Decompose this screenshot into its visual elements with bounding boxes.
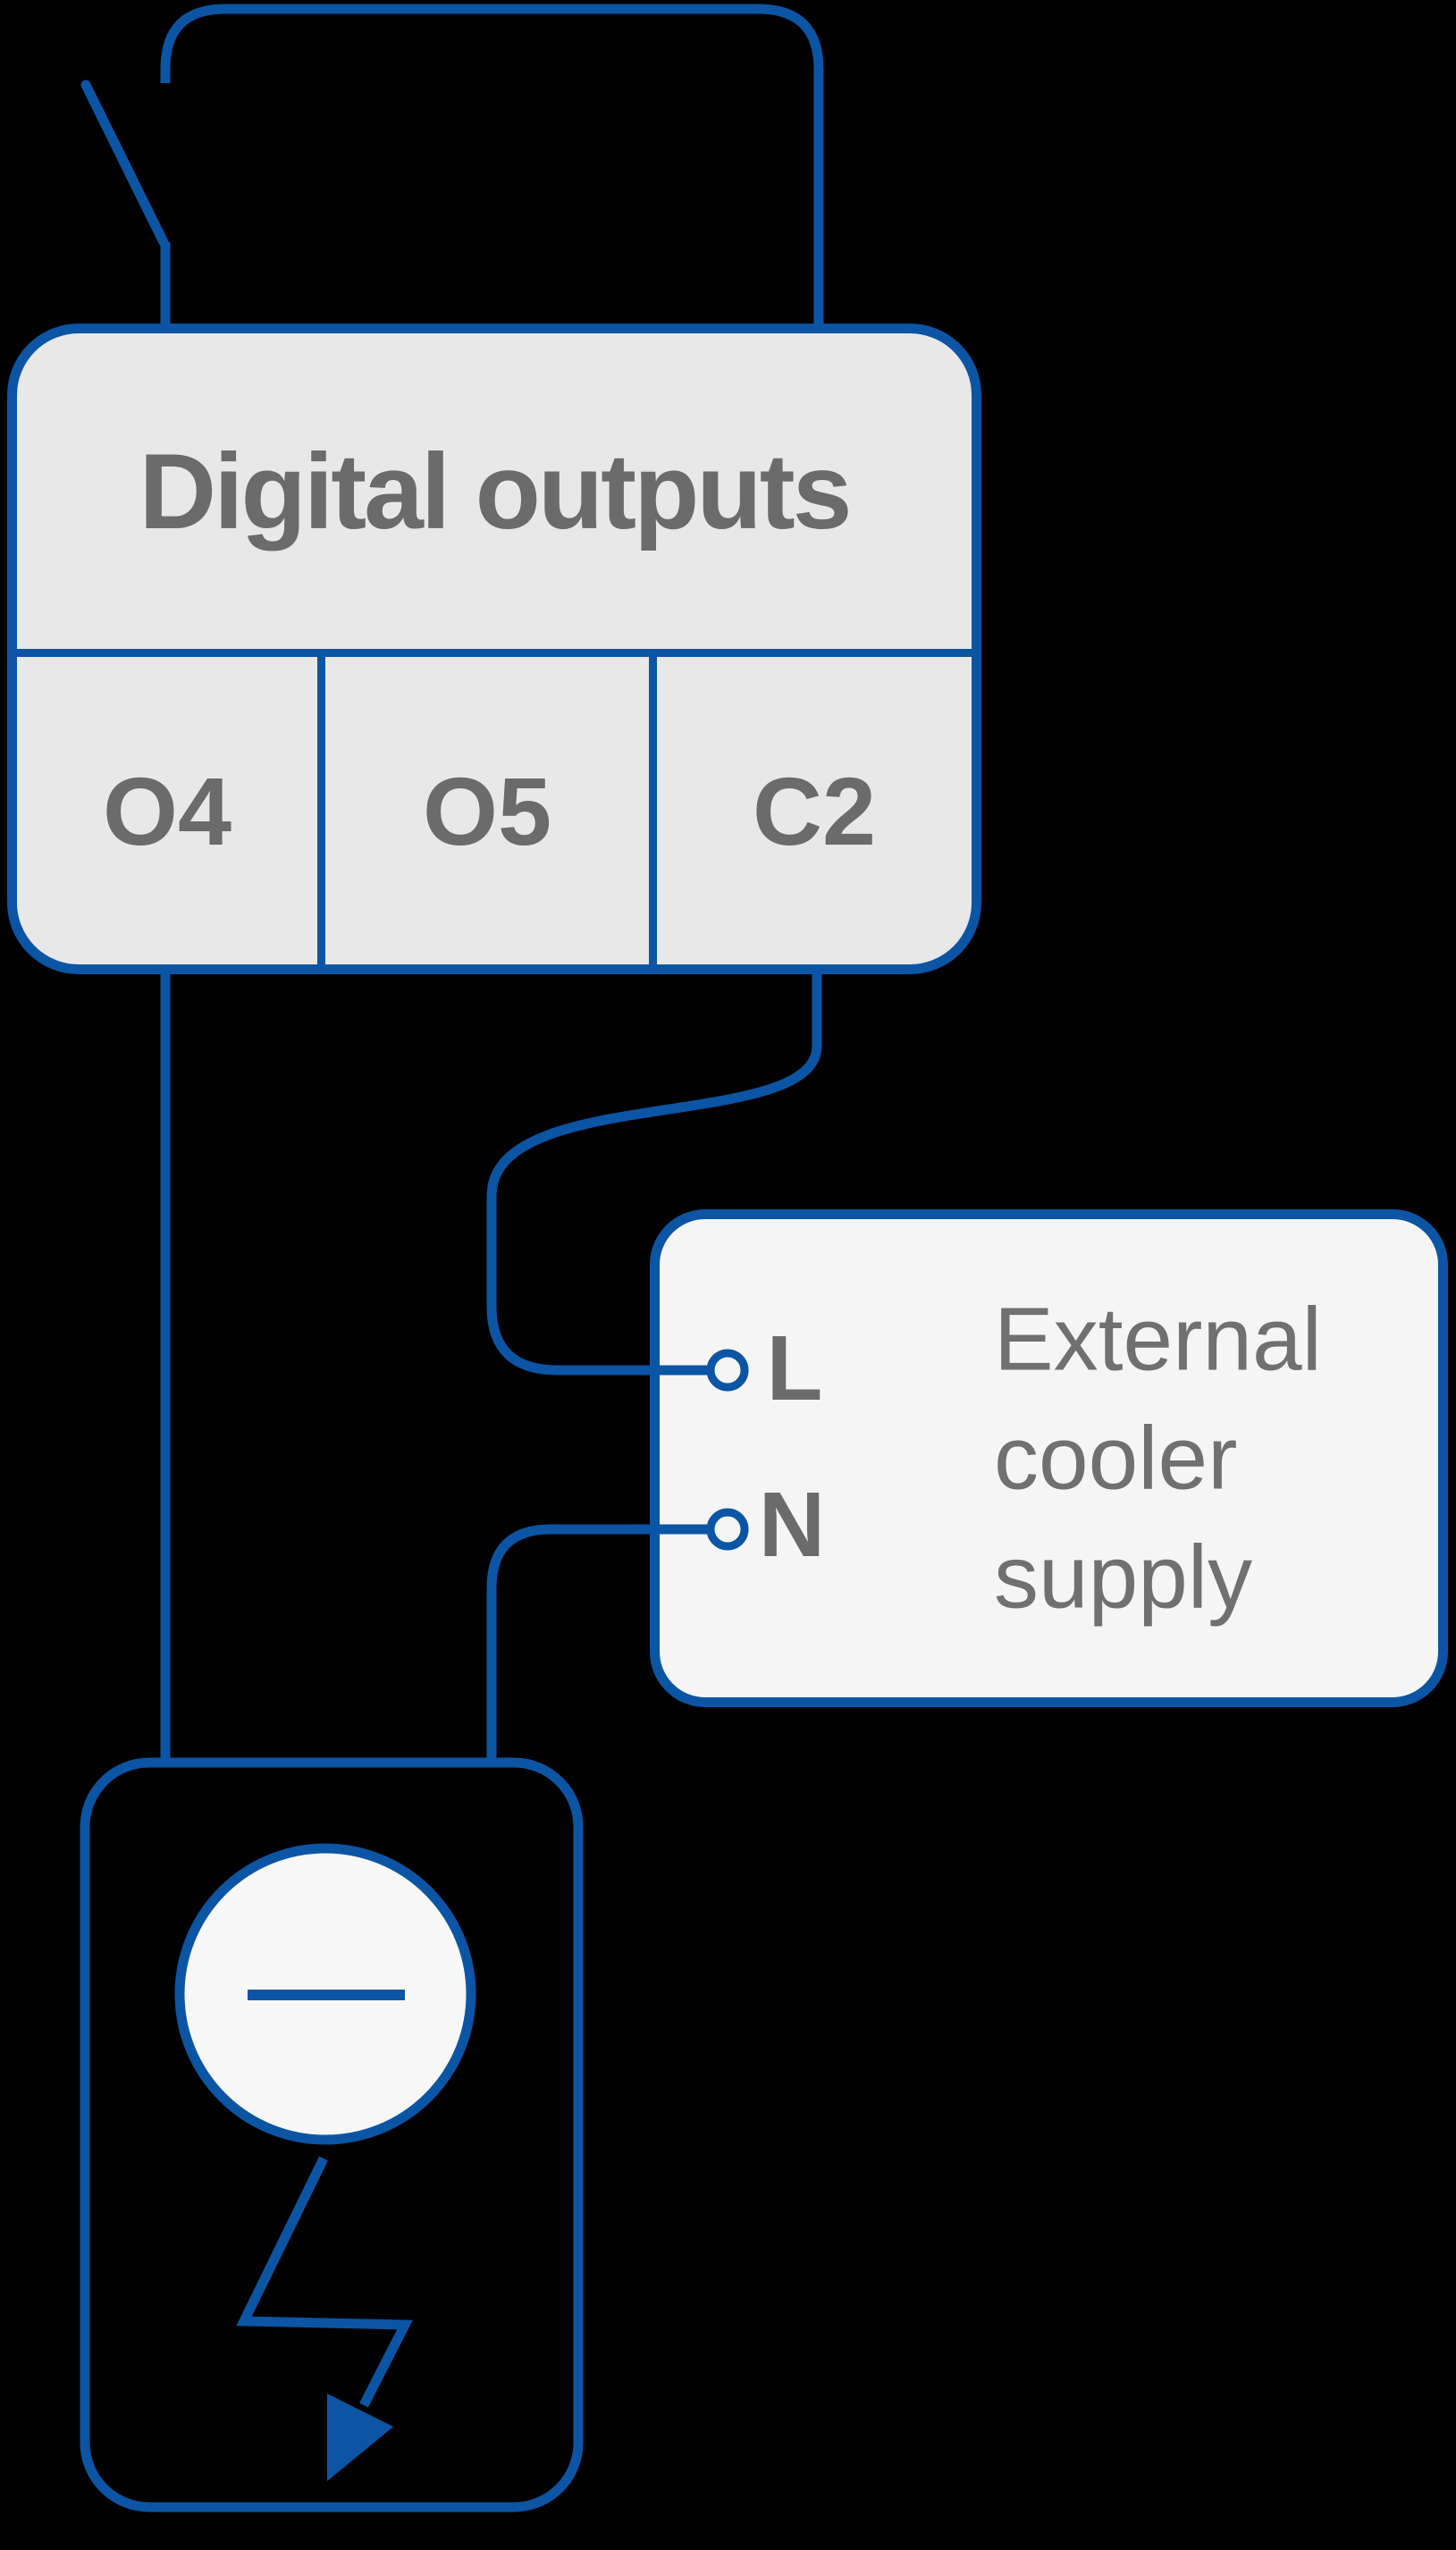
terminal-l-label: L — [766, 1317, 823, 1419]
terminal-n-label: N — [758, 1473, 826, 1576]
load-box-outline — [80, 1757, 584, 2512]
digital-outputs-title: Digital outputs — [139, 431, 853, 551]
load-symbol-icon — [174, 1843, 476, 2145]
digital-outputs-box: Digital outputs O4 O5 C2 — [7, 324, 981, 974]
wire-top-loop — [160, 4, 824, 325]
lightning-bolt-icon — [236, 2156, 413, 2408]
lightning-arrowhead-icon — [327, 2394, 393, 2481]
supply-label-line-2: cooler — [994, 1408, 1238, 1508]
supply-label-line-3: supply — [994, 1527, 1253, 1627]
external-cooler-supply-label: External cooler supply — [994, 1280, 1322, 1637]
terminal-row: O4 O5 C2 — [17, 649, 972, 964]
terminal-o5: O5 — [317, 657, 649, 964]
terminal-c2: C2 — [649, 657, 972, 964]
external-cooler-supply-box: L N External cooler supply — [650, 1209, 1448, 1707]
open-switch-icon — [80, 80, 169, 248]
terminal-o4: O4 — [102, 756, 232, 865]
supply-label-line-1: External — [994, 1289, 1322, 1389]
